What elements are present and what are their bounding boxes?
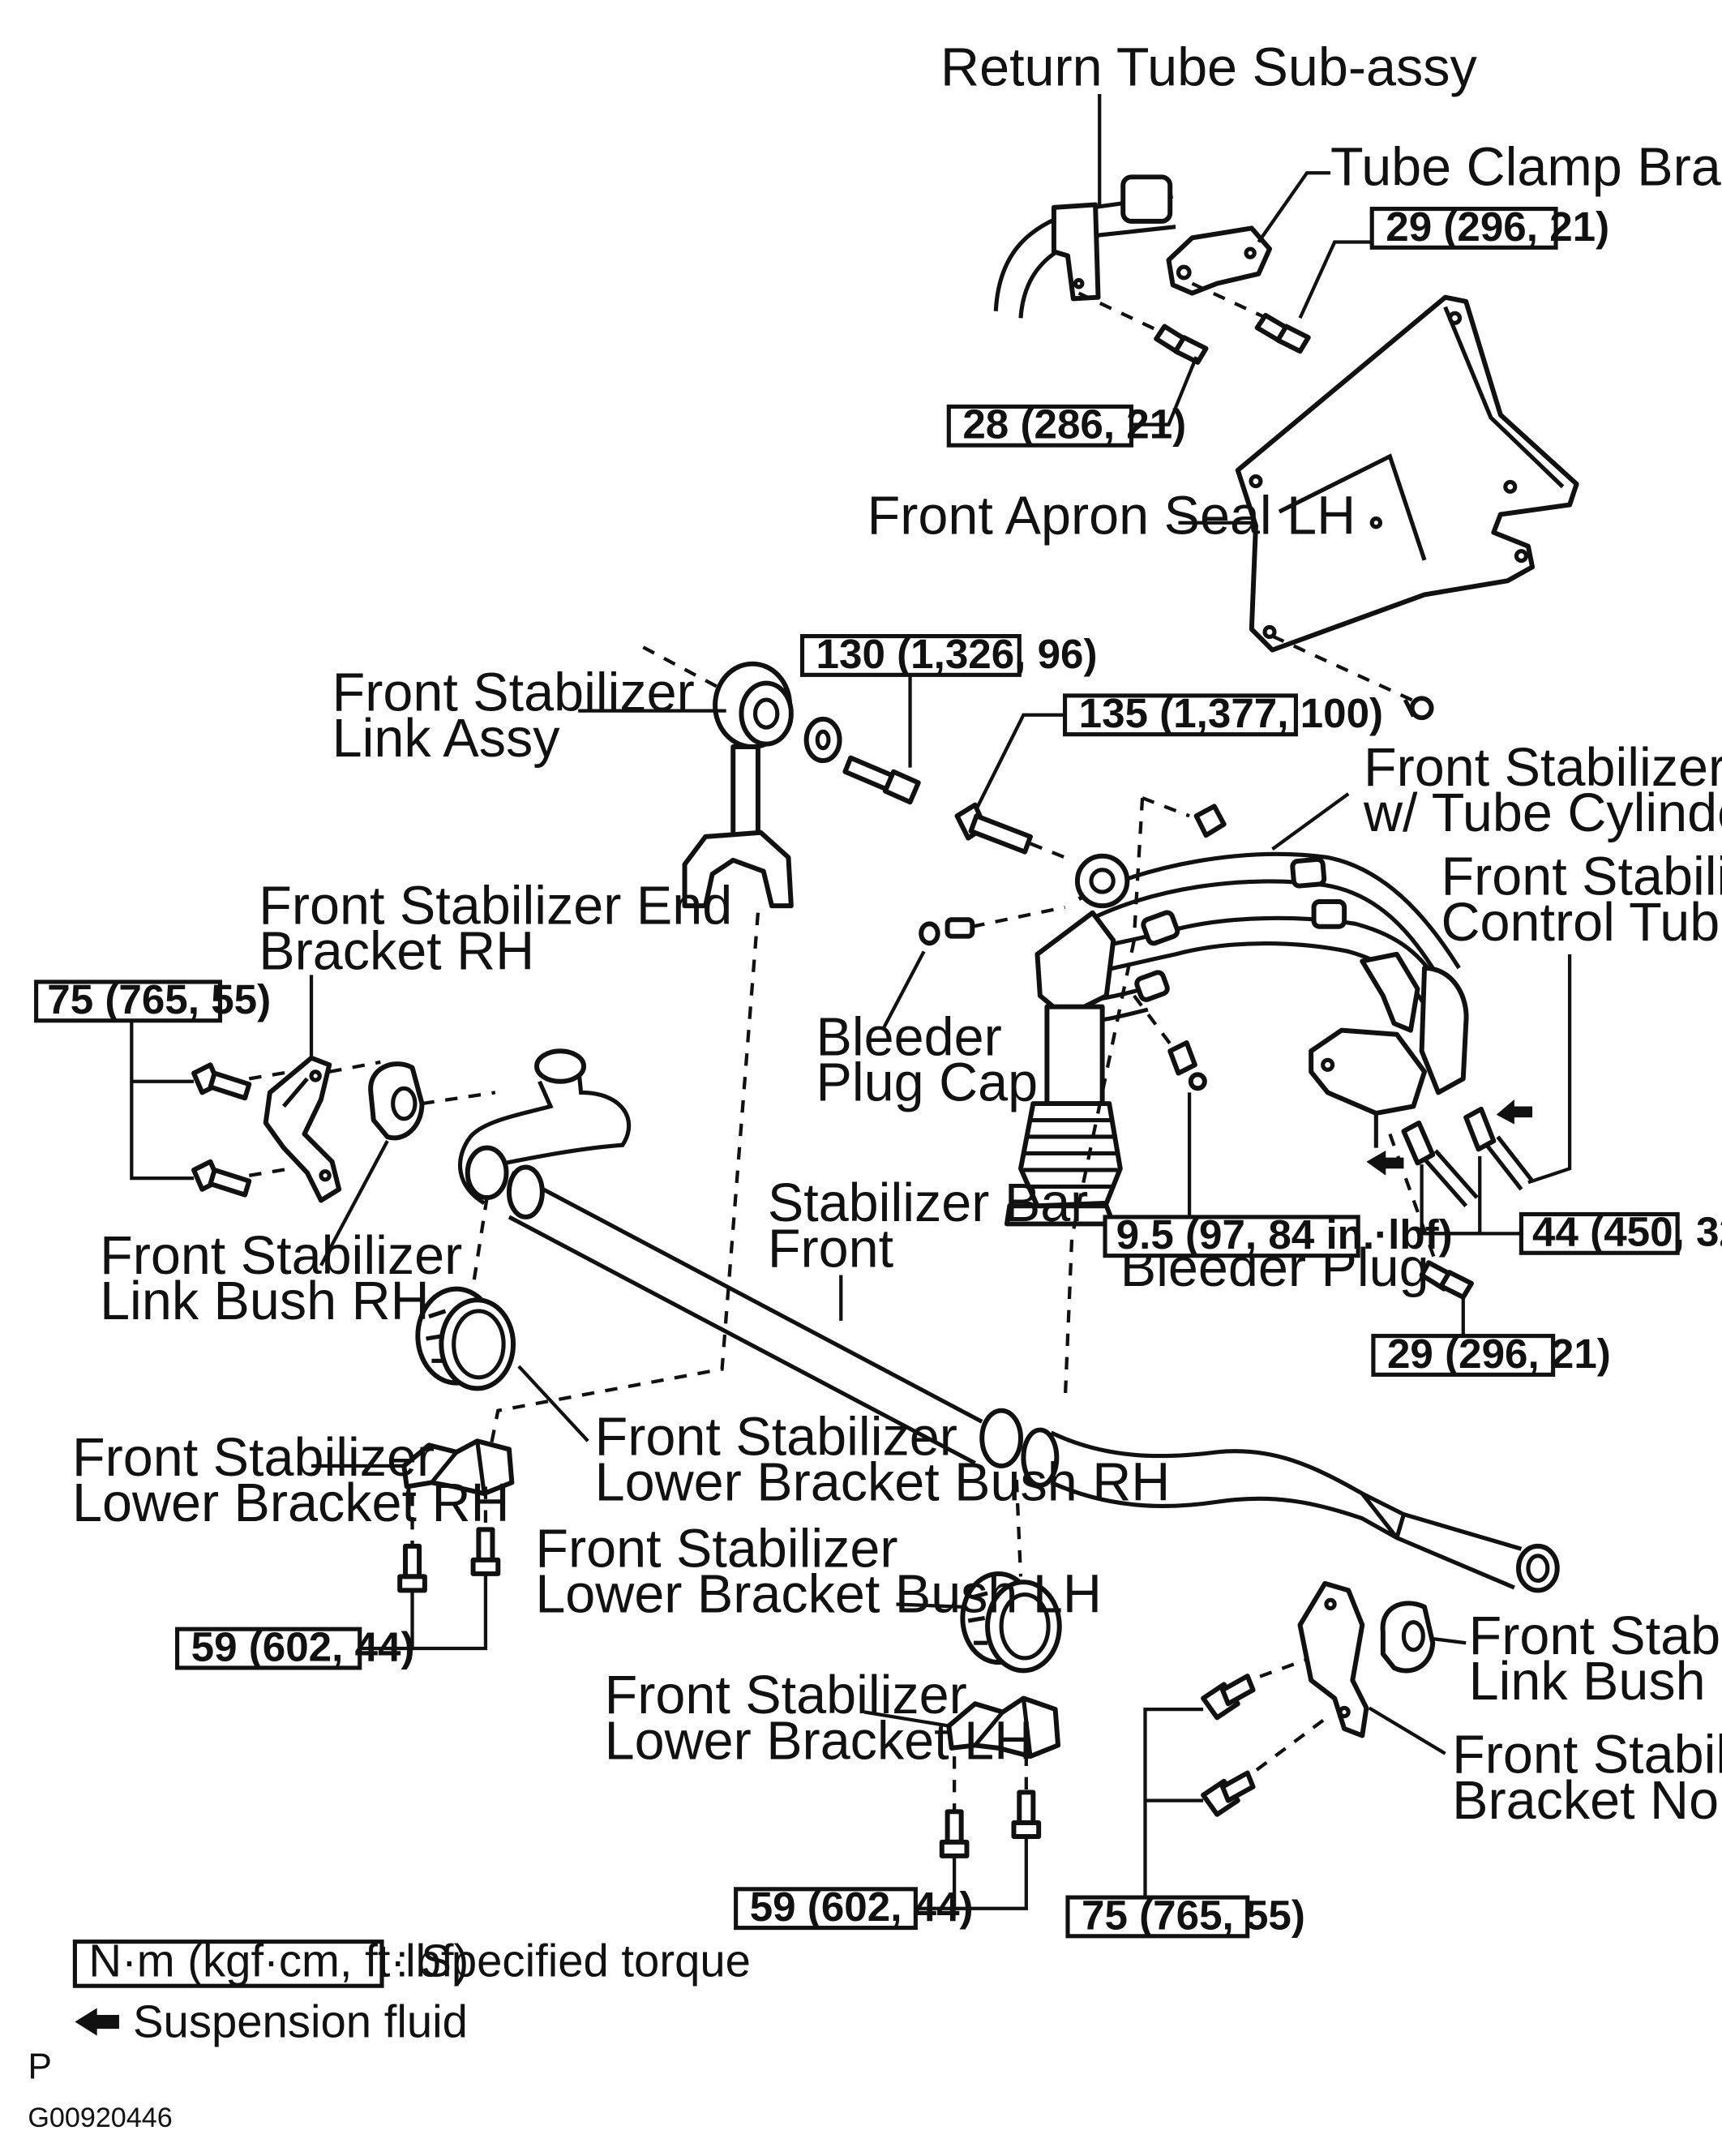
label-lower-bracket-rh-line1: Front Stabilizer xyxy=(72,1428,435,1488)
torque-value: 130 (1,326, 96) xyxy=(816,631,1098,677)
torque-value: 29 (296, 21) xyxy=(1386,204,1609,250)
torque-box: 75 (765, 55) xyxy=(34,976,271,1023)
label-link-bush-rh-line1: Front Stabilizer xyxy=(100,1226,462,1286)
front-stabilizer-w-tube-cylinder-assy xyxy=(1004,851,1461,1227)
label-bleeder-cap-line1: Bleeder xyxy=(816,1007,1002,1067)
legend-fluid-desc: Suspension fluid xyxy=(133,1995,468,2047)
label-end-bracket-line2: Bracket RH xyxy=(259,922,534,982)
label-link-bush-rh-line2: Link Bush RH xyxy=(100,1271,430,1331)
label-tube-cylinder-line2: w/ Tube Cylinder Assy xyxy=(1363,783,1722,843)
front-stabilizer-control-tube-no1 xyxy=(1309,951,1469,1148)
label-lower-bracket-lh-line1: Front Stabilizer xyxy=(605,1665,967,1725)
legend-torque-desc: : Specified torque xyxy=(396,1935,751,1986)
lower-bracket-lh-bolt-left xyxy=(939,1809,970,1858)
label-lower-bush-lh-line1: Front Stabilizer xyxy=(535,1519,897,1579)
label-front-apron-seal: Front Apron Seal LH xyxy=(867,486,1356,546)
label-bracket-no1-lh-line1: Front Stabilizer xyxy=(1452,1725,1722,1785)
torque-value: 59 (602, 44) xyxy=(750,1884,974,1930)
legend: N·m (kgf·cm, ft·lbf) : Specified torque … xyxy=(72,1935,751,2047)
front-stabilizer-lower-bracket-lh xyxy=(946,1695,1061,1760)
lower-bracket-rh-bolt-right xyxy=(470,1527,501,1576)
lower-bracket-lh-bolt-right xyxy=(1011,1790,1042,1839)
label-lower-bush-rh-line1: Front Stabilizer xyxy=(595,1407,957,1467)
torque-box: 29 (296, 21) xyxy=(1371,1331,1611,1377)
torque-value: 59 (602, 44) xyxy=(191,1623,415,1670)
label-end-bracket-line1: Front Stabilizer End xyxy=(259,876,732,936)
torque-value: 9.5 (97, 84 in.·lbf) xyxy=(1116,1211,1453,1258)
return-tube-bolt xyxy=(1154,324,1209,365)
control-tube-fitting-left xyxy=(1401,1120,1479,1207)
return-tube-sub-assy xyxy=(993,174,1176,319)
front-stabilizer-end-bracket-rh xyxy=(263,1055,342,1203)
front-stabilizer-link-bush-rh xyxy=(368,1061,425,1141)
bracket-lh-bolt-lower xyxy=(1201,1770,1256,1817)
torque-box: 29 (296, 21) xyxy=(1369,204,1609,250)
label-return-tube: Return Tube Sub-assy xyxy=(940,38,1477,98)
cylinder-mount-bolt xyxy=(954,802,1033,855)
suspension-fluid-arrow-icon xyxy=(75,2008,119,2036)
control-tube-bolt xyxy=(1419,1260,1474,1300)
label-stabilizer-bar-line1: Stabilizer Bar xyxy=(768,1173,1088,1233)
tube-clamp-bracket-no3 xyxy=(1166,225,1272,296)
torque-value: 44 (450, 32) xyxy=(1532,1209,1722,1255)
torque-box: 44 (450, 32) xyxy=(1519,1209,1722,1255)
lower-bracket-rh-bolt-left xyxy=(397,1543,427,1593)
link-washer xyxy=(803,716,842,764)
label-tube-clamp-bracket: Tube Clamp Bracket No.3 xyxy=(1330,138,1722,198)
torque-value: 75 (765, 55) xyxy=(47,976,271,1022)
label-tube-cylinder-line1: Front Stabilizer xyxy=(1364,738,1722,798)
bracket-lh-bolt-upper xyxy=(1201,1674,1256,1721)
torque-box: 135 (1,377, 100) xyxy=(1063,690,1383,737)
label-control-tube-line2: Control Tube No.1 xyxy=(1441,893,1722,953)
torque-value: 135 (1,377, 100) xyxy=(1079,690,1383,736)
front-stabilizer-bracket-no1-lh xyxy=(1297,1580,1369,1738)
label-link-bush-lh-line2: Link Bush LH xyxy=(1469,1652,1722,1712)
legend-torque-box-text: N·m (kgf·cm, ft·lbf) xyxy=(88,1935,469,1986)
front-stabilizer-lower-bracket-rh xyxy=(401,1438,515,1497)
label-control-tube-line1: Front Stabilizer xyxy=(1441,847,1722,907)
link-bolt xyxy=(842,755,921,805)
torque-box: 59 (602, 44) xyxy=(175,1623,415,1670)
front-stabilizer-link-assy xyxy=(682,661,794,909)
suspension-fluid-arrow-icon xyxy=(1496,1099,1533,1125)
front-apron-seal-lh xyxy=(1235,294,1579,653)
torque-value: 75 (765, 55) xyxy=(1082,1892,1305,1938)
bleeder-plug xyxy=(1167,1040,1207,1091)
label-bracket-no1-lh-line2: Bracket No.1 LH xyxy=(1452,1771,1722,1831)
label-lower-bracket-lh-line2: Lower Bracket LH xyxy=(605,1711,1034,1771)
figure-code: G00920446 xyxy=(28,2102,172,2133)
torque-value: 29 (296, 21) xyxy=(1387,1331,1611,1377)
control-tube-fitting-right xyxy=(1463,1106,1535,1191)
front-stabilizer-lower-bracket-bush-rh xyxy=(415,1286,516,1391)
torque-box: 9.5 (97, 84 in.·lbf) xyxy=(1103,1211,1453,1258)
label-link-assy-line2: Link Assy xyxy=(332,709,561,769)
label-stabilizer-bar-line2: Front xyxy=(768,1219,893,1279)
torque-value: 28 (286, 21) xyxy=(962,401,1186,448)
front-stabilizer-link-bush-lh xyxy=(1380,1601,1436,1674)
label-lower-bush-lh-line2: Lower Bracket Bush LH xyxy=(535,1565,1102,1625)
tube-clamp-bolt xyxy=(1254,312,1311,354)
torque-box: 75 (765, 55) xyxy=(1065,1892,1305,1939)
torque-box: 59 (602, 44) xyxy=(734,1884,974,1931)
end-bracket-bolt-lower xyxy=(191,1159,252,1198)
label-lower-bracket-rh-line2: Lower Bracket RH xyxy=(72,1473,510,1533)
torque-box: 130 (1,326, 96) xyxy=(799,631,1098,677)
suspension-fluid-arrow-icon xyxy=(1366,1151,1404,1176)
label-link-assy-line1: Front Stabilizer xyxy=(332,663,695,723)
stabilizer-bar-front xyxy=(458,1048,1560,1593)
torque-box: 28 (286, 21) xyxy=(946,401,1186,448)
end-bracket-bolt-upper xyxy=(191,1062,252,1101)
label-bleeder-cap-line2: Plug Cap xyxy=(816,1053,1039,1113)
front-stabilizer-lower-bracket-bush-lh xyxy=(960,1571,1062,1674)
apron-seal-clip xyxy=(1403,696,1434,721)
label-lower-bush-rh-line2: Lower Bracket Bush RH xyxy=(595,1453,1171,1513)
cylinder-nut xyxy=(1193,804,1227,838)
bleeder-plug-cap xyxy=(919,917,975,946)
page-letter: P xyxy=(28,2047,52,2086)
label-link-bush-lh-line1: Front Stabilizer xyxy=(1469,1606,1722,1666)
